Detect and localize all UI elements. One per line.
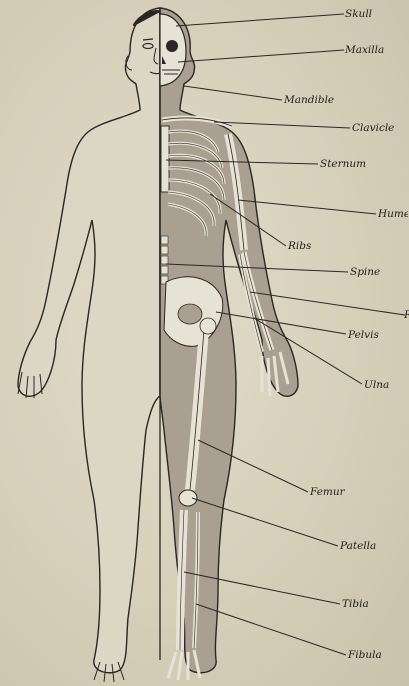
label-sternum: Sternum	[320, 158, 366, 170]
label-ulna: Ulna	[364, 379, 408, 391]
label-mandible: Mandible	[284, 94, 334, 106]
patella-bone	[179, 490, 197, 506]
eye-socket	[166, 40, 178, 52]
sternum-bone	[161, 126, 169, 192]
label-ribs: Ribs	[288, 240, 311, 252]
label-fibula: Fibula	[348, 649, 382, 661]
label-patella: Patella	[340, 540, 376, 552]
label-radius: Radius	[404, 309, 409, 321]
label-maxilla: Maxilla	[345, 44, 384, 56]
body-outline-left	[18, 8, 160, 673]
label-spine: Spine	[350, 266, 380, 278]
label-humerus: Humerus	[378, 208, 408, 220]
label-femur: Femur	[310, 486, 345, 498]
spine-bones	[161, 236, 168, 284]
label-tibia: Tibia	[342, 598, 369, 610]
label-skull: Skull	[345, 8, 372, 20]
label-clavicle: Clavicle	[352, 122, 408, 134]
label-pelvis: Pelvis	[348, 329, 379, 341]
femur-head	[200, 318, 216, 334]
